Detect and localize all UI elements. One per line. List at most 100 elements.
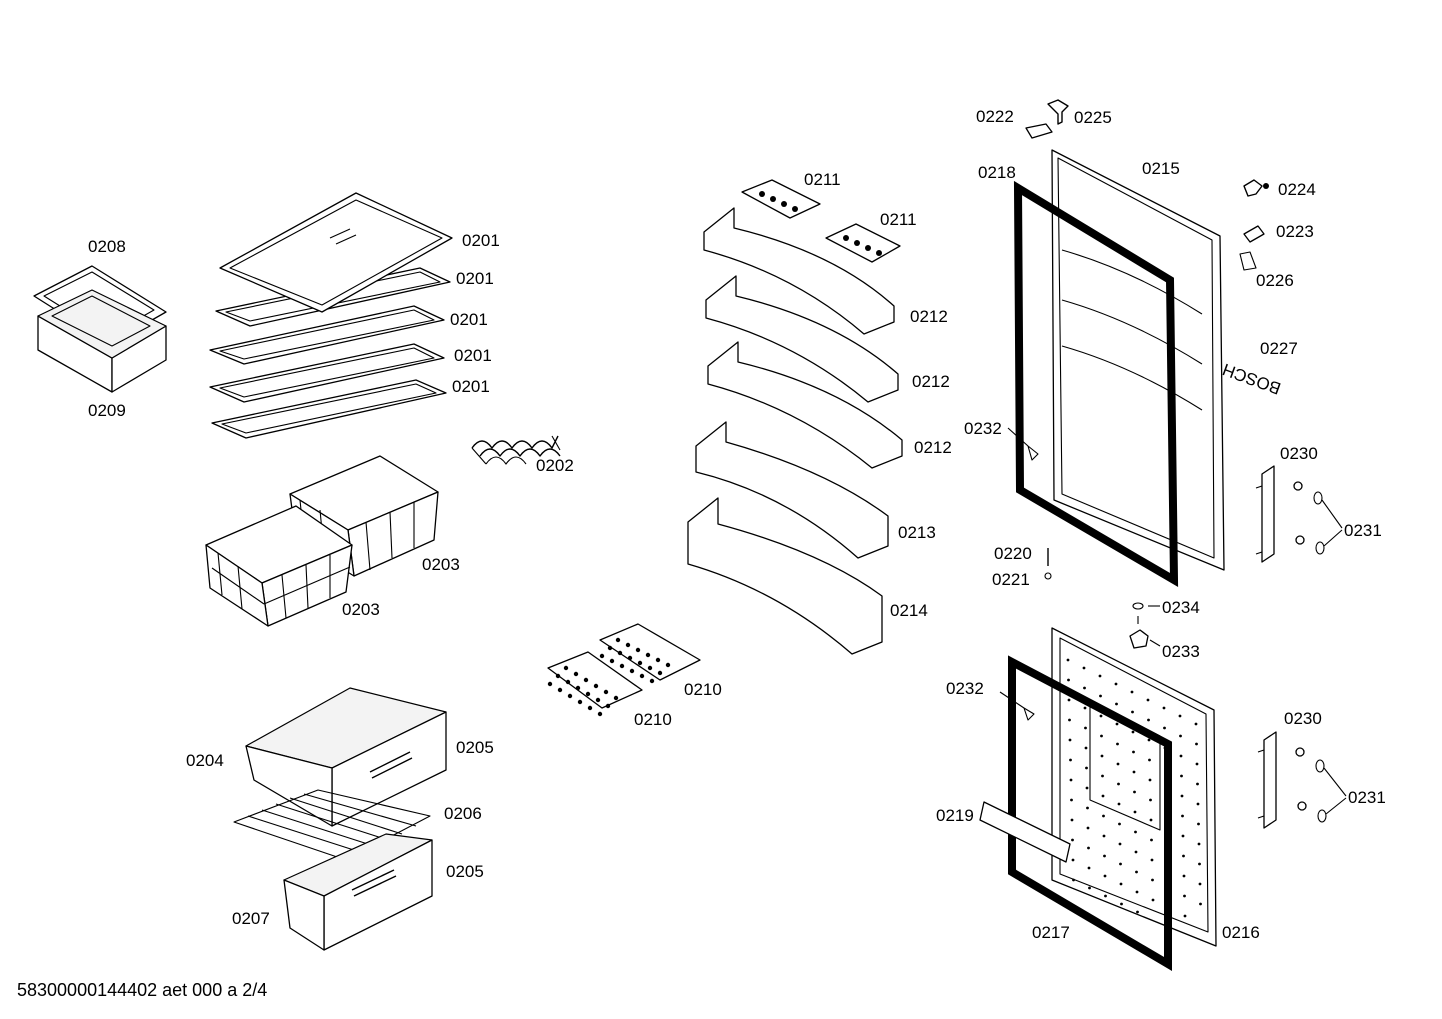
door-dot <box>1117 802 1121 806</box>
ice-cell <box>573 671 579 677</box>
label-0212-c: 0212 <box>914 438 952 457</box>
ice-cell <box>603 689 609 695</box>
ice-cell <box>617 650 623 656</box>
door-dot <box>1132 750 1135 754</box>
label-0221: 0221 <box>992 570 1030 589</box>
door-dot <box>1099 714 1103 718</box>
door-dot <box>1146 698 1150 702</box>
ice-cell <box>597 711 603 717</box>
label-0226: 0226 <box>1256 271 1294 290</box>
ice-cell <box>625 642 631 648</box>
door-dot <box>1103 874 1107 878</box>
ice-cell <box>649 678 655 684</box>
ice-cell <box>587 705 593 711</box>
part-0219-handle-bar <box>979 801 1071 863</box>
label-0216: 0216 <box>1222 923 1260 942</box>
ice-cell <box>575 685 581 691</box>
ice-cell <box>565 679 571 685</box>
door-dot <box>1148 778 1152 782</box>
door-dot <box>1133 790 1136 794</box>
door-dot <box>1178 714 1182 718</box>
ice-cell <box>647 665 653 671</box>
door-dot <box>1083 686 1086 690</box>
label-0204: 0204 <box>186 751 224 770</box>
door-dot <box>1118 822 1121 826</box>
door-dot <box>1198 862 1201 866</box>
door-dot <box>1131 730 1135 734</box>
door-dot <box>1084 746 1088 750</box>
label-0217: 0217 <box>1032 923 1070 942</box>
door-dot <box>1180 774 1183 778</box>
egg-cup <box>781 201 787 207</box>
door-dot <box>1151 898 1155 902</box>
ice-cell <box>593 683 599 689</box>
door-dot <box>1088 886 1091 890</box>
ice-cell <box>577 699 583 705</box>
label-0220: 0220 <box>994 544 1032 563</box>
door-dot <box>1082 666 1086 670</box>
label-0234: 0234 <box>1162 598 1200 617</box>
door-dot <box>1083 706 1087 710</box>
ice-cell <box>585 691 591 697</box>
ice-cell <box>607 645 613 651</box>
label-0232-b: 0232 <box>946 679 984 698</box>
part-0203-baskets <box>205 455 439 627</box>
door-dot <box>1069 778 1073 782</box>
door-dot <box>1070 798 1073 802</box>
door-dot <box>1179 734 1182 738</box>
part-0204-0205-crisper <box>245 687 447 827</box>
door-dot <box>1087 866 1091 870</box>
ice-cell <box>599 653 605 659</box>
door-dot <box>1182 874 1186 878</box>
ice-cell <box>657 670 663 676</box>
ice-cell <box>605 703 611 709</box>
door-dot <box>1148 758 1151 762</box>
door-dot <box>1066 658 1070 662</box>
part-0205-0207-drawer <box>283 833 433 951</box>
door-dot <box>1182 854 1185 858</box>
label-0233: 0233 <box>1162 642 1200 661</box>
part-0201-shelves <box>209 192 453 439</box>
door-dot <box>1116 742 1119 746</box>
door-dot <box>1067 698 1071 702</box>
egg-cup <box>865 245 871 251</box>
door-dot <box>1119 882 1123 886</box>
door-dot <box>1198 882 1202 886</box>
door-dot <box>1098 674 1102 678</box>
door-dot <box>1120 902 1123 906</box>
door-dot <box>1133 810 1137 814</box>
ice-cell <box>615 637 621 643</box>
door-dot <box>1151 878 1154 882</box>
door-dot <box>1150 838 1153 842</box>
label-0227: 0227 <box>1260 339 1298 358</box>
label-0218: 0218 <box>978 163 1016 182</box>
door-dot <box>1183 894 1186 898</box>
ice-cell <box>665 662 671 668</box>
door-dot <box>1162 706 1166 710</box>
label-0205-a: 0205 <box>456 738 494 757</box>
door-dot <box>1099 694 1102 698</box>
door-dot <box>1102 834 1106 838</box>
label-0209: 0209 <box>88 401 126 420</box>
door-dot <box>1196 782 1199 786</box>
ice-cell <box>609 658 615 664</box>
door-dot <box>1132 770 1136 774</box>
part-0211-egg-holders <box>741 179 901 263</box>
door-dot <box>1179 754 1183 758</box>
ice-cell <box>563 665 569 671</box>
door-dot <box>1116 762 1120 766</box>
label-0205-b: 0205 <box>446 862 484 881</box>
door-dot <box>1118 842 1122 846</box>
label-0201-d: 0201 <box>454 346 492 365</box>
door-dot <box>1147 718 1150 722</box>
door-dot <box>1070 818 1074 822</box>
ice-cell <box>637 660 643 666</box>
door-dot <box>1069 758 1072 762</box>
label-0203-b: 0203 <box>342 600 380 619</box>
door-dot <box>1180 794 1184 798</box>
label-0201-a: 0201 <box>462 231 500 250</box>
door-dot <box>1114 682 1118 686</box>
label-0201-b: 0201 <box>456 269 494 288</box>
ice-cell <box>557 687 563 693</box>
ice-cell <box>619 663 625 669</box>
